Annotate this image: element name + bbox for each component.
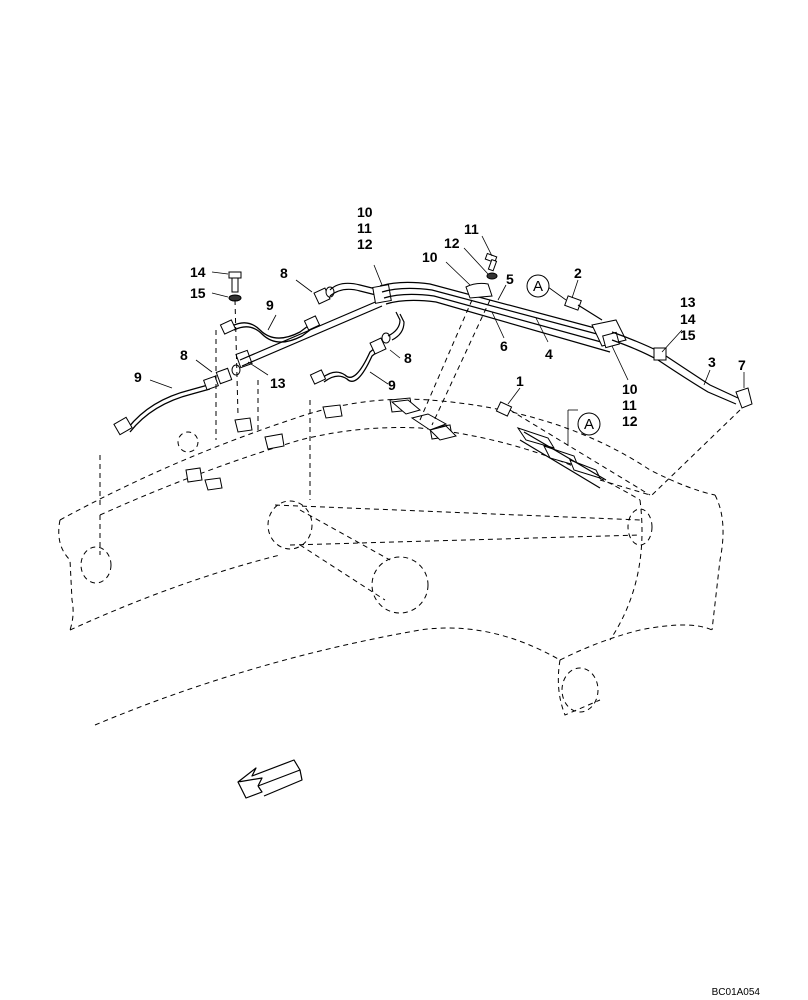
callout-3: 3 (708, 354, 716, 370)
callout-7: 7 (738, 357, 746, 373)
callout-2: 2 (574, 265, 582, 281)
boom-outline (58, 397, 724, 726)
callout-12-right: 12 (622, 413, 638, 429)
view-marker-top: A (526, 274, 550, 298)
callout-9-left: 9 (134, 369, 142, 385)
callout-1: 1 (516, 373, 524, 389)
drawing-code: BC01A054 (712, 987, 761, 998)
callout-9-center: 9 (388, 377, 396, 393)
callout-8-upper: 8 (280, 265, 288, 281)
callout-5: 5 (506, 271, 514, 287)
callout-12-mid: 12 (444, 235, 460, 251)
callout-11-top: 11 (357, 220, 372, 236)
phantom-connection-lines (99, 299, 741, 505)
callout-numbers: 10 11 12 8 14 15 9 8 9 13 8 9 11 12 10 5… (134, 204, 746, 429)
callout-13-left: 13 (270, 375, 286, 391)
callout-8-center: 8 (404, 350, 412, 366)
detail-a-assembly (390, 399, 607, 489)
callout-15-right: 15 (680, 327, 696, 343)
callout-leaders (149, 235, 745, 405)
front-direction-arrow-icon (237, 759, 303, 799)
callout-11-mid: 11 (464, 221, 479, 237)
callout-10-top: 10 (357, 204, 373, 220)
callout-11-right: 11 (622, 397, 637, 413)
callout-10-right: 10 (622, 381, 638, 397)
view-marker-bottom: A (567, 409, 601, 446)
callout-4: 4 (545, 346, 553, 362)
callout-10-mid: 10 (422, 249, 438, 265)
left-hose-assembly (113, 271, 405, 436)
view-marker-bottom-label: A (584, 416, 594, 433)
callout-12-top: 12 (357, 236, 373, 252)
main-pipe-run (372, 252, 753, 409)
callout-6: 6 (500, 338, 508, 354)
callout-14-right: 14 (680, 311, 696, 327)
callout-14-left: 14 (190, 264, 206, 280)
callout-9-upper: 9 (266, 297, 274, 313)
callout-15-left: 15 (190, 285, 206, 301)
callout-8-left: 8 (180, 347, 188, 363)
boom-cylinder (267, 500, 653, 614)
callout-13-right: 13 (680, 294, 696, 310)
view-marker-top-label: A (533, 278, 543, 295)
